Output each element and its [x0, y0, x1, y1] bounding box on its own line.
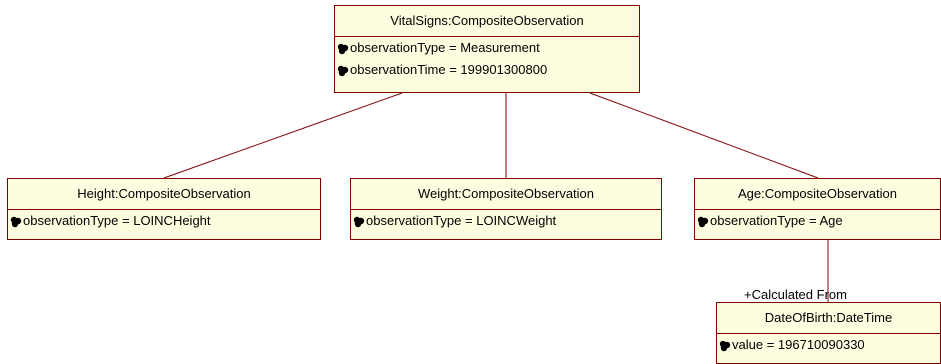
attribute-row: observationType = Measurement: [335, 37, 639, 59]
attribute-row: observationType = LOINCHeight: [8, 210, 320, 232]
attribute-icon: [10, 216, 22, 227]
link-vitalsigns-age: [589, 92, 819, 179]
attribute-row: value = 196710090330: [717, 334, 940, 356]
attribute-icon: [697, 216, 709, 227]
attribute-text: observationType = Age: [710, 213, 843, 228]
object-title: Height:CompositeObservation: [8, 179, 320, 210]
attribute-row: observationTime = 199901300800: [335, 59, 639, 81]
attribute-icon: [353, 216, 365, 227]
link-vitalsigns-height: [163, 92, 403, 179]
age-object[interactable]: Age:CompositeObservation observationType…: [694, 178, 941, 240]
attribute-icon: [719, 340, 731, 351]
object-title: VitalSigns:CompositeObservation: [335, 6, 639, 37]
attribute-row: observationType = LOINCWeight: [351, 210, 661, 232]
object-title: Weight:CompositeObservation: [351, 179, 661, 210]
attribute-icon: [337, 65, 349, 76]
attribute-row: observationType = Age: [695, 210, 940, 232]
dateofbirth-object[interactable]: DateOfBirth:DateTime value = 19671009033…: [716, 302, 941, 364]
attribute-text: observationTime = 199901300800: [350, 62, 548, 77]
attribute-text: observationType = LOINCHeight: [23, 213, 211, 228]
attribute-text: observationType = Measurement: [350, 40, 540, 55]
height-object[interactable]: Height:CompositeObservation observationT…: [7, 178, 321, 240]
object-title: Age:CompositeObservation: [695, 179, 940, 210]
association-label: +Calculated From: [744, 287, 847, 302]
vitalsigns-object[interactable]: VitalSigns:CompositeObservation observat…: [334, 5, 640, 93]
weight-object[interactable]: Weight:CompositeObservation observationT…: [350, 178, 662, 240]
object-title: DateOfBirth:DateTime: [717, 303, 940, 334]
attribute-text: observationType = LOINCWeight: [366, 213, 557, 228]
attribute-icon: [337, 43, 349, 54]
attribute-text: value = 196710090330: [732, 337, 865, 352]
